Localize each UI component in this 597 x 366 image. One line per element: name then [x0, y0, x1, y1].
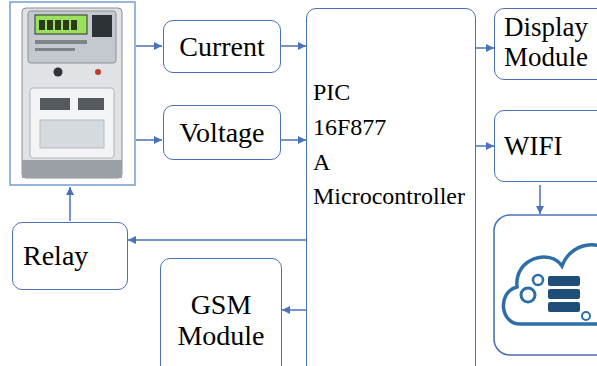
process-box: WIFI	[494, 110, 597, 182]
box-label: WIFI	[504, 131, 562, 161]
lcd-segment	[71, 20, 77, 30]
meter-lcd	[35, 15, 87, 34]
lcd-segment	[55, 20, 61, 30]
meter-terminal	[78, 98, 104, 110]
connector-arrow	[476, 47, 494, 49]
cloud-panel	[494, 215, 597, 355]
connector-arrow	[282, 309, 306, 311]
cloud-arrow	[539, 185, 541, 214]
meter-led	[95, 69, 101, 75]
box-label: Display Module	[504, 13, 597, 72]
meter-bottom	[22, 160, 122, 178]
box-label: GSM Module	[165, 289, 277, 352]
cloud-picture	[503, 245, 597, 324]
lcd-segment	[47, 20, 53, 30]
relay-arrow	[69, 187, 71, 221]
meter-print	[35, 48, 75, 51]
energy-meter-picture	[22, 8, 122, 178]
connector-arrow	[476, 145, 494, 147]
connector-arrow	[281, 139, 306, 141]
server-unit	[548, 289, 580, 299]
process-box: Display Module	[494, 8, 597, 80]
meter-print	[35, 40, 87, 44]
meter-body	[22, 8, 122, 178]
meter-frame	[10, 2, 135, 185]
gear-icon	[533, 275, 543, 285]
meter-base-plate	[40, 120, 104, 148]
lcd-segment	[63, 20, 69, 30]
meter-button	[54, 68, 63, 77]
process-box: Relay	[12, 222, 128, 290]
process-box: Current	[163, 20, 281, 73]
server-unit	[548, 276, 580, 286]
meter-cover	[30, 88, 114, 158]
connector-arrow	[281, 45, 306, 47]
meter-top-panel	[28, 11, 116, 63]
process-box: Voltage	[163, 105, 281, 160]
box-label: PIC 16F877 A Microcontroller	[313, 75, 473, 214]
server-unit	[548, 302, 580, 312]
connector-arrow	[128, 239, 306, 241]
lcd-segment	[39, 20, 45, 30]
meter-terminal	[40, 98, 70, 110]
box-label: Voltage	[179, 117, 264, 148]
gear-icon	[521, 288, 535, 302]
process-box: PIC 16F877 A Microcontroller	[306, 8, 476, 366]
meter-label-plate	[92, 15, 112, 37]
box-label: Current	[179, 31, 265, 62]
process-box: GSM Module	[160, 258, 282, 366]
signal-arrow	[136, 45, 162, 47]
signal-arrow	[136, 139, 162, 141]
cloud-lock-icon	[582, 312, 590, 320]
box-label: Relay	[23, 240, 88, 271]
cloud-outline	[503, 245, 597, 324]
